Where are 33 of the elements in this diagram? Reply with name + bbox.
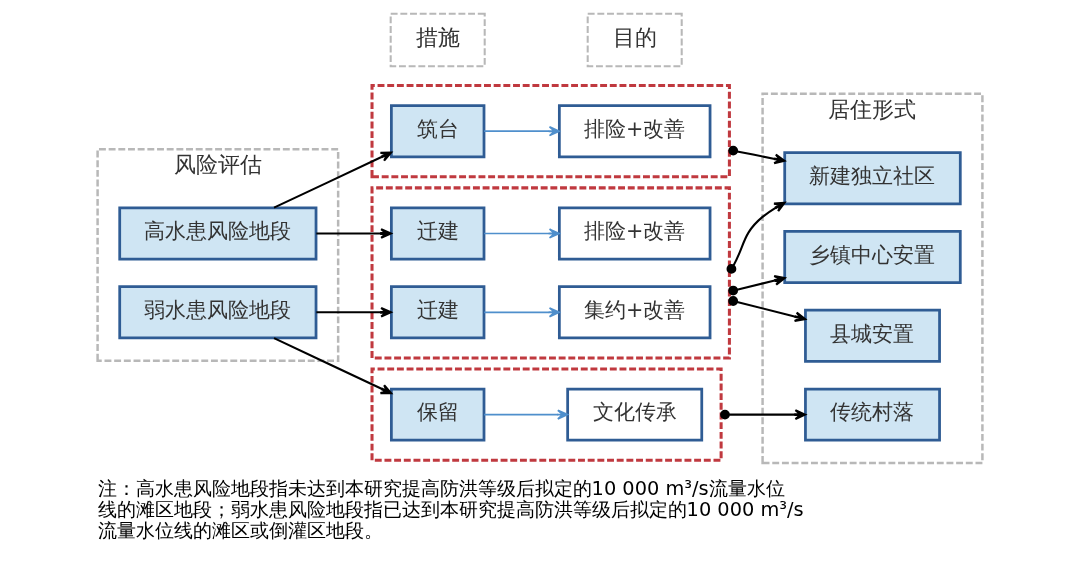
arrow	[728, 296, 807, 323]
node-box: 排险+改善	[557, 206, 712, 261]
arrow	[316, 228, 392, 239]
cluster	[370, 186, 731, 360]
node-box: 迁建	[390, 285, 486, 340]
caption: 注：高水患风险地段指未达到本研究提高防洪等级后拟定的10 000 m³/s流量水位线的滩区地段；弱水患风险地段指已达到本研究提高防洪等级后拟定的10 000 m³/s流量水位线的滩区或倒灌区地段。	[97, 477, 804, 542]
node-box: 集约+改善	[557, 285, 712, 340]
arrow	[273, 337, 393, 395]
node-box: 迁建	[390, 206, 486, 261]
node-box: 排险+改善	[557, 104, 712, 159]
node-box: 文化传承	[566, 387, 704, 442]
arrow	[483, 228, 561, 239]
arrow	[728, 145, 786, 165]
node-box: 保留	[390, 387, 486, 442]
arrow	[273, 151, 393, 209]
arrow	[726, 201, 786, 274]
node-box: 措施	[389, 12, 486, 68]
node-box: 传统村落	[804, 387, 941, 442]
node-box: 高水患风险地段	[118, 206, 318, 261]
arrow	[728, 275, 786, 296]
arrow	[483, 126, 561, 137]
node-box: 县城安置	[804, 308, 941, 363]
node-box: 筑台	[390, 104, 486, 159]
arrow	[720, 409, 807, 420]
node-box: 弱水患风险地段	[118, 285, 318, 340]
arrow	[316, 306, 392, 318]
node-box: 新建独立社区	[783, 151, 962, 206]
cluster	[370, 367, 723, 462]
cluster	[370, 84, 731, 179]
arrow	[483, 409, 569, 420]
node-box: 目的	[586, 12, 683, 68]
node-box: 乡镇中心安置	[783, 230, 962, 284]
arrow	[483, 307, 561, 318]
